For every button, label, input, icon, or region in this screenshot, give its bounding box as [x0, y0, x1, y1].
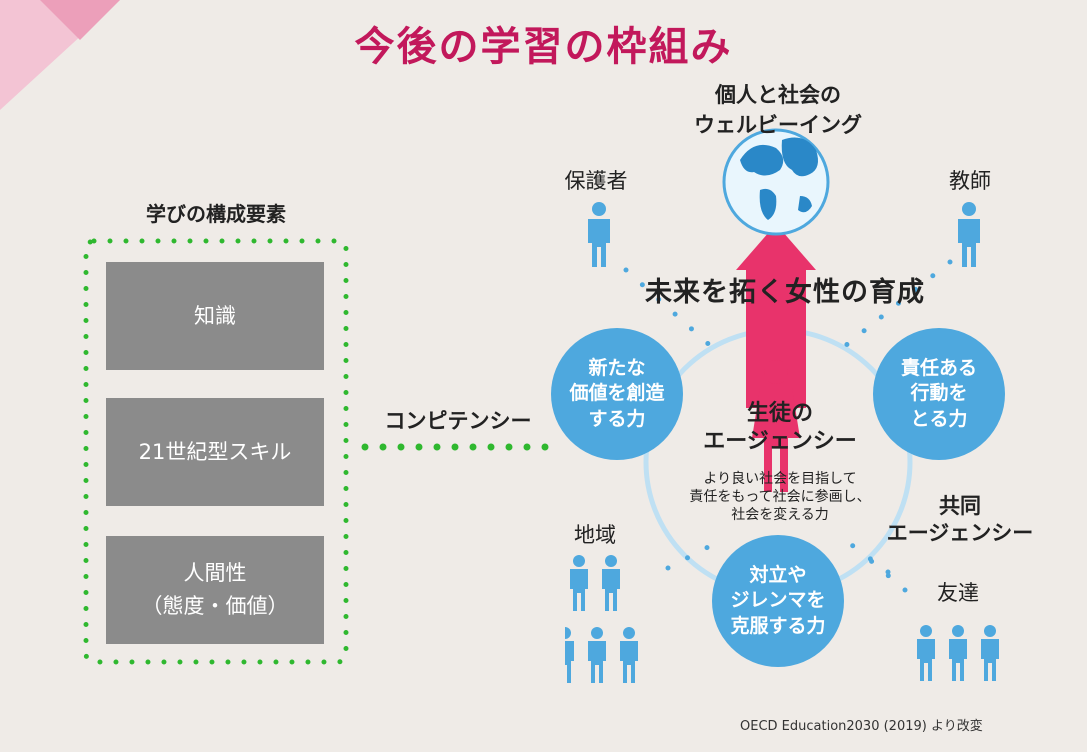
wellbeing-label: 個人と社会の ウェルビーイング [694, 83, 862, 138]
source-note: OECD Education2030 (2019) より改変 [740, 719, 983, 734]
peers-label: 友達 [937, 581, 979, 605]
upward-arrow [736, 224, 816, 408]
create-value-bubble: 新たな 価値を創造 する力 [551, 328, 683, 460]
decorative-corner [0, 0, 120, 110]
skills-box: 21世紀型スキル [106, 398, 324, 506]
student-agency-title: 生徒の エージェンシー [703, 401, 857, 454]
parent-person-icon [588, 202, 610, 267]
character-label: 人間性 （態度・価値） [141, 561, 289, 618]
community-label: 地域 [574, 523, 616, 547]
knowledge-box: 知識 [106, 262, 324, 370]
create-value-label: 新たな 価値を創造 する力 [569, 356, 665, 430]
globe-icon [722, 128, 830, 236]
elements-heading: 学びの構成要素 [146, 202, 286, 226]
reconcile-label: 対立や ジレンマを 克服する力 [730, 563, 826, 637]
teacher-person-icon [958, 202, 980, 267]
skills-label: 21世紀型スキル [138, 439, 292, 464]
knowledge-label: 知識 [194, 303, 236, 328]
teachers-label: 教師 [949, 169, 991, 193]
reconcile-bubble: 対立や ジレンマを 克服する力 [712, 535, 844, 667]
character-box: 人間性 （態度・価値） [106, 536, 324, 644]
co-agency-label: 共同 エージェンシー [886, 494, 1034, 546]
community-people-icon [565, 555, 638, 683]
student-agency-description: より良い社会を目指して 責任をもって社会に参画し、 社会を変える力 [689, 471, 871, 524]
competency-label: コンピテンシー [384, 409, 532, 433]
responsibility-bubble: 責任ある 行動を とる力 [873, 328, 1005, 460]
responsibility-label: 責任ある 行動を とる力 [900, 356, 977, 430]
page-title: 今後の学習の枠組み [354, 23, 733, 70]
student-figure-icon [752, 360, 800, 492]
peers-people-icon [917, 625, 999, 681]
parents-label: 保護者 [564, 169, 628, 193]
banner-text: 未来を拓く女性の育成 [645, 277, 925, 308]
